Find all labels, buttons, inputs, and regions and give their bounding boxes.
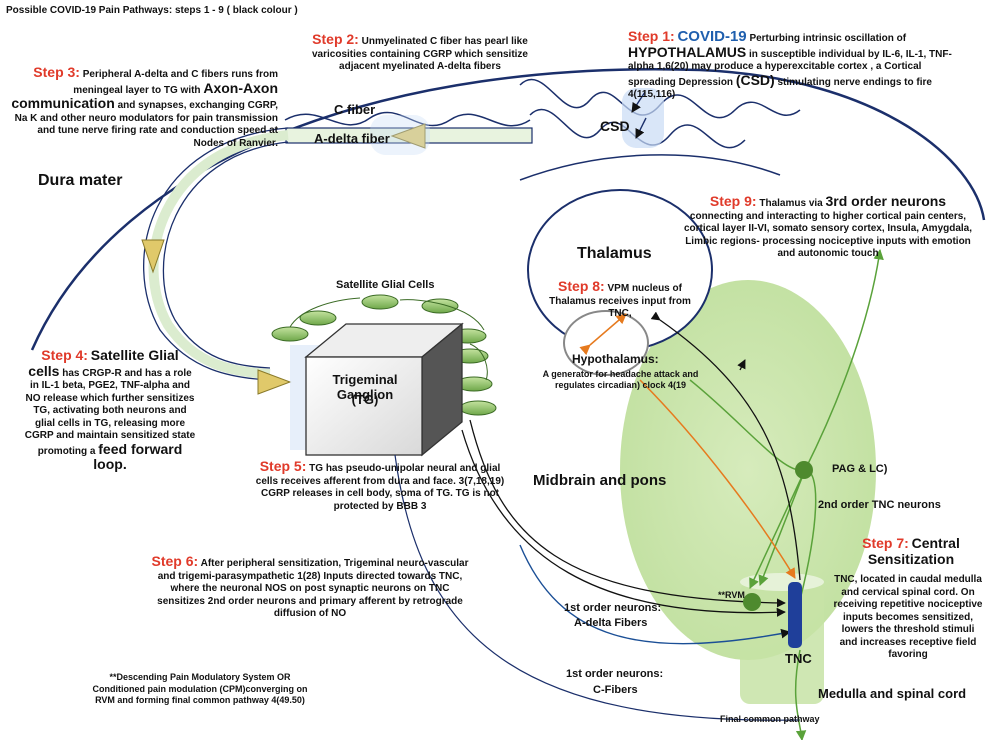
c-fiber-pathway (519, 544, 791, 645)
step-7-title: Step 7: Central Sensitization (862, 535, 960, 567)
midbrain-pons-label: Midbrain and pons (533, 472, 667, 489)
medulla-label: Medulla and spinal cord (818, 686, 967, 701)
step-1-text: Step 1: COVID-19 Perturbing intrinsic os… (628, 28, 952, 100)
footnote: **Descending Pain Modulatory System OR C… (92, 672, 308, 705)
header-title: Possible COVID-19 Pain Pathways: steps 1… (6, 5, 298, 16)
cerebrum-outline (519, 154, 781, 181)
step-4-text: Step 4: Satellite Glial cells has CRGP-R… (24, 347, 196, 472)
rvm-label: **RVM (718, 590, 745, 600)
a-delta-fiber (285, 123, 533, 149)
step-9-text: Step 9: Thalamus via 3rd order neurons c… (683, 193, 973, 259)
orange-pathway (639, 379, 796, 579)
first-order-pathways (461, 419, 786, 617)
first-order-a-line2: A-delta Fibers (574, 617, 648, 629)
black-ascending-fibers (650, 311, 801, 581)
thalamus-label: Thalamus (577, 245, 652, 262)
step-5-text: Step 5: TG has pseudo-unipolar neural an… (255, 458, 505, 512)
tract-arrow-lower (257, 369, 292, 395)
step-7-text: TNC, located in caudal medulla and cervi… (833, 574, 983, 660)
tg-label-line2: (TG) (351, 392, 379, 407)
hypothalamus-orange-arrow (579, 313, 627, 356)
trigeminal-ganglion-cube (290, 322, 464, 457)
csd-arrows (622, 88, 664, 148)
rvm-node (743, 593, 761, 611)
pag-lc-node (795, 461, 813, 479)
first-order-c-line2: C-Fibers (593, 684, 638, 696)
satellite-glial-label: Satellite Glial Cells (336, 279, 435, 291)
tg-label-line1: Trigeminal Ganglion (332, 372, 398, 402)
second-order-label: 2nd order TNC neurons (818, 499, 941, 511)
csd-label: CSD (600, 118, 630, 134)
step-6-text: Step 6: After peripheral sensitization, … (151, 553, 469, 619)
tnc-bar (788, 582, 802, 648)
hypothalamus-desc: A generator for headache attack and regu… (542, 369, 699, 390)
fiber-tract (143, 127, 289, 381)
step-3-text: Step 3: Peripheral A-delta and C fibers … (11, 64, 278, 149)
dura-mater-label: Dura mater (38, 172, 123, 189)
dura-mater-arc (30, 68, 986, 351)
step-2-text: Step 2: Unmyelinated C fiber has pearl l… (312, 31, 528, 72)
first-order-c-line1: 1st order neurons: (566, 668, 664, 680)
long-blue-pathway (394, 454, 801, 721)
c-fiber (284, 111, 531, 127)
tnc-label: TNC (785, 651, 812, 666)
a-delta-fiber-label: A-delta fiber (314, 131, 390, 146)
tract-arrow-upper (141, 239, 165, 274)
step-8-text: Step 8: VPM nucleus of Thalamus receives… (549, 278, 691, 319)
c-fiber-label: C fiber (334, 102, 376, 117)
pag-lc-label: PAG & LC) (832, 463, 888, 475)
first-order-a-line1: 1st order neurons: (564, 602, 662, 614)
hypothalamus-label: Hypothalamus: (572, 352, 659, 366)
final-common-label: Final common pathway (720, 714, 820, 724)
